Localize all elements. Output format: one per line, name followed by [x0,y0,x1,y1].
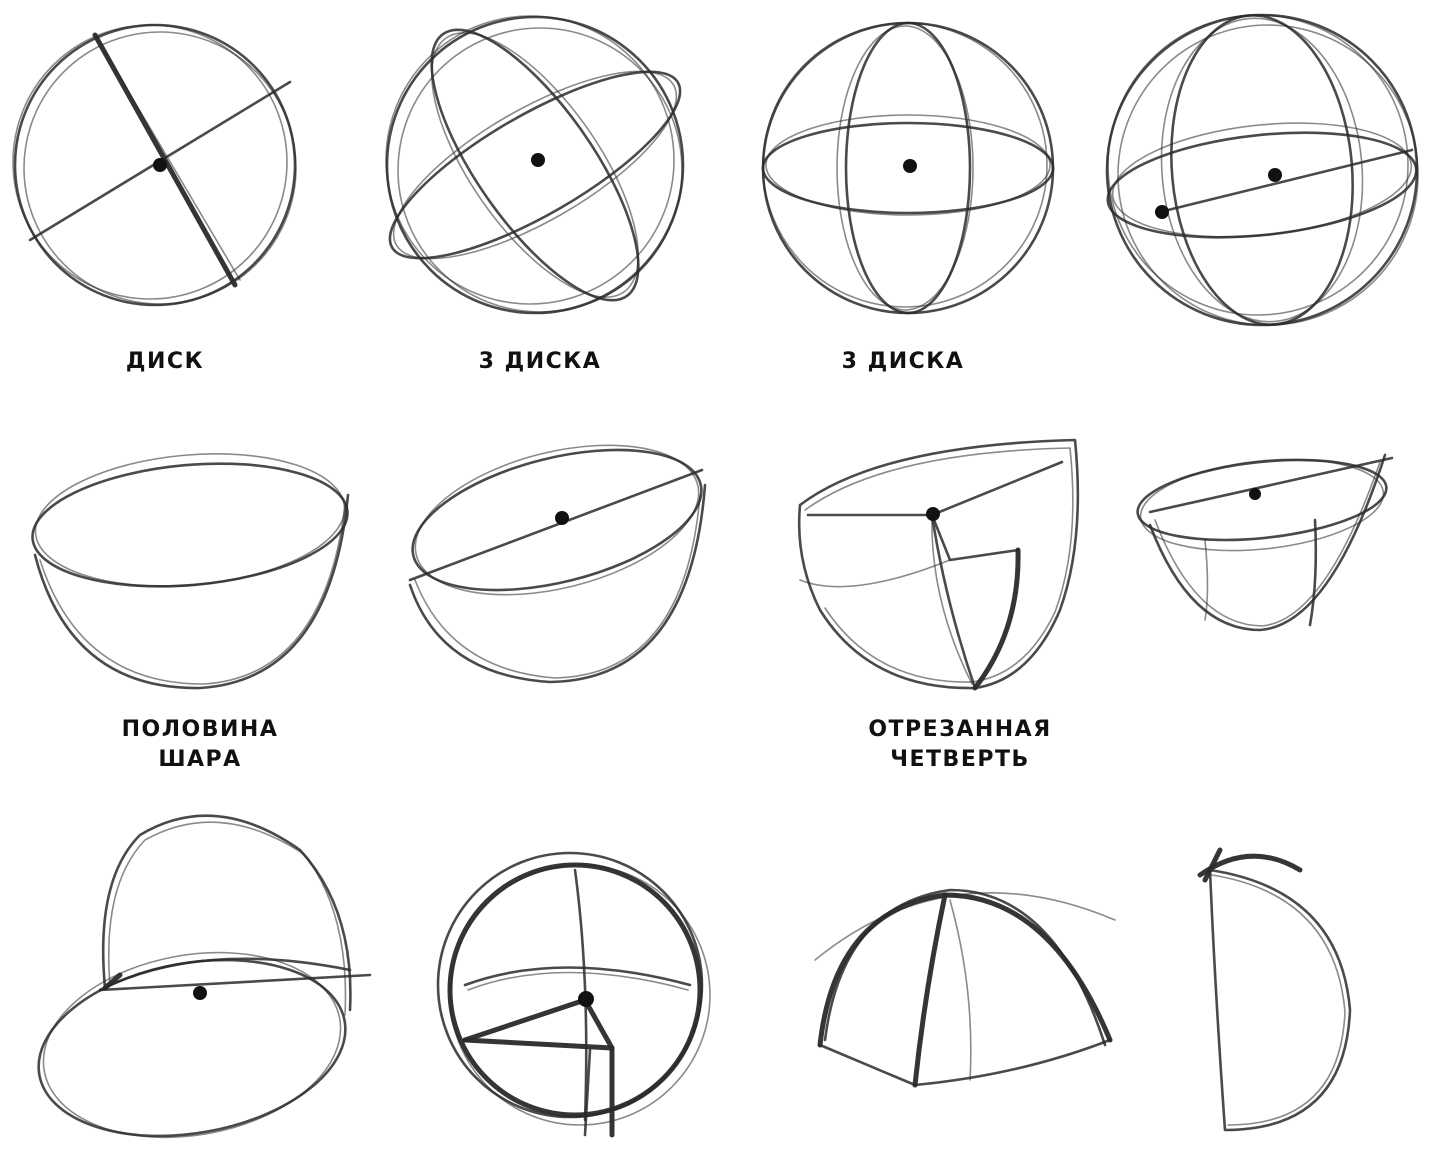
caption-half-sphere-line1: ПОЛОВИНА [95,715,305,745]
sphere-three-disks-a-drawing [367,1,703,330]
half-sphere-center-drawing [398,419,715,682]
sliced-quarter-small-drawing [1134,448,1392,630]
cut-quarter-drawing [799,440,1078,688]
center-dot [926,507,940,521]
sphere-disk-drawing [13,25,296,305]
caption-half-sphere-line2: ШАРА [95,745,305,775]
caption-three-disks-a-text: 3 ДИСКА [479,349,602,374]
caption-half-sphere: ПОЛОВИНА ШАРА [95,715,305,775]
half-disc-drawing [1200,850,1350,1130]
sphere-cutout-drawing [438,853,710,1135]
caption-cut-quarter: ОТРЕЗАННАЯ ЧЕТВЕРТЬ [845,715,1075,775]
center-dot [153,158,167,172]
center-dot [193,986,207,1000]
sphere-rotated-drawing [1103,8,1422,333]
center-dot [1268,168,1282,182]
half-sphere-drawing [27,442,352,688]
caption-three-disks-a: 3 ДИСКА [455,347,625,377]
center-dot [1249,488,1261,500]
axis-dot [1155,205,1169,219]
sphere-three-disks-b-drawing [763,23,1053,313]
caption-cut-quarter-line1: ОТРЕЗАННАЯ [845,715,1075,745]
open-sphere-drawing [25,816,370,1160]
caption-cut-quarter-line2: ЧЕТВЕРТЬ [845,745,1075,775]
caption-disk: ДИСК [105,347,225,377]
center-dot [903,159,917,173]
center-dot [578,991,594,1007]
quarter-piece-drawing [815,890,1115,1085]
caption-three-disks-b-text: 3 ДИСКА [842,349,965,374]
caption-three-disks-b: 3 ДИСКА [818,347,988,377]
center-dot [531,153,545,167]
center-dot [555,511,569,525]
caption-disk-text: ДИСК [126,349,204,374]
